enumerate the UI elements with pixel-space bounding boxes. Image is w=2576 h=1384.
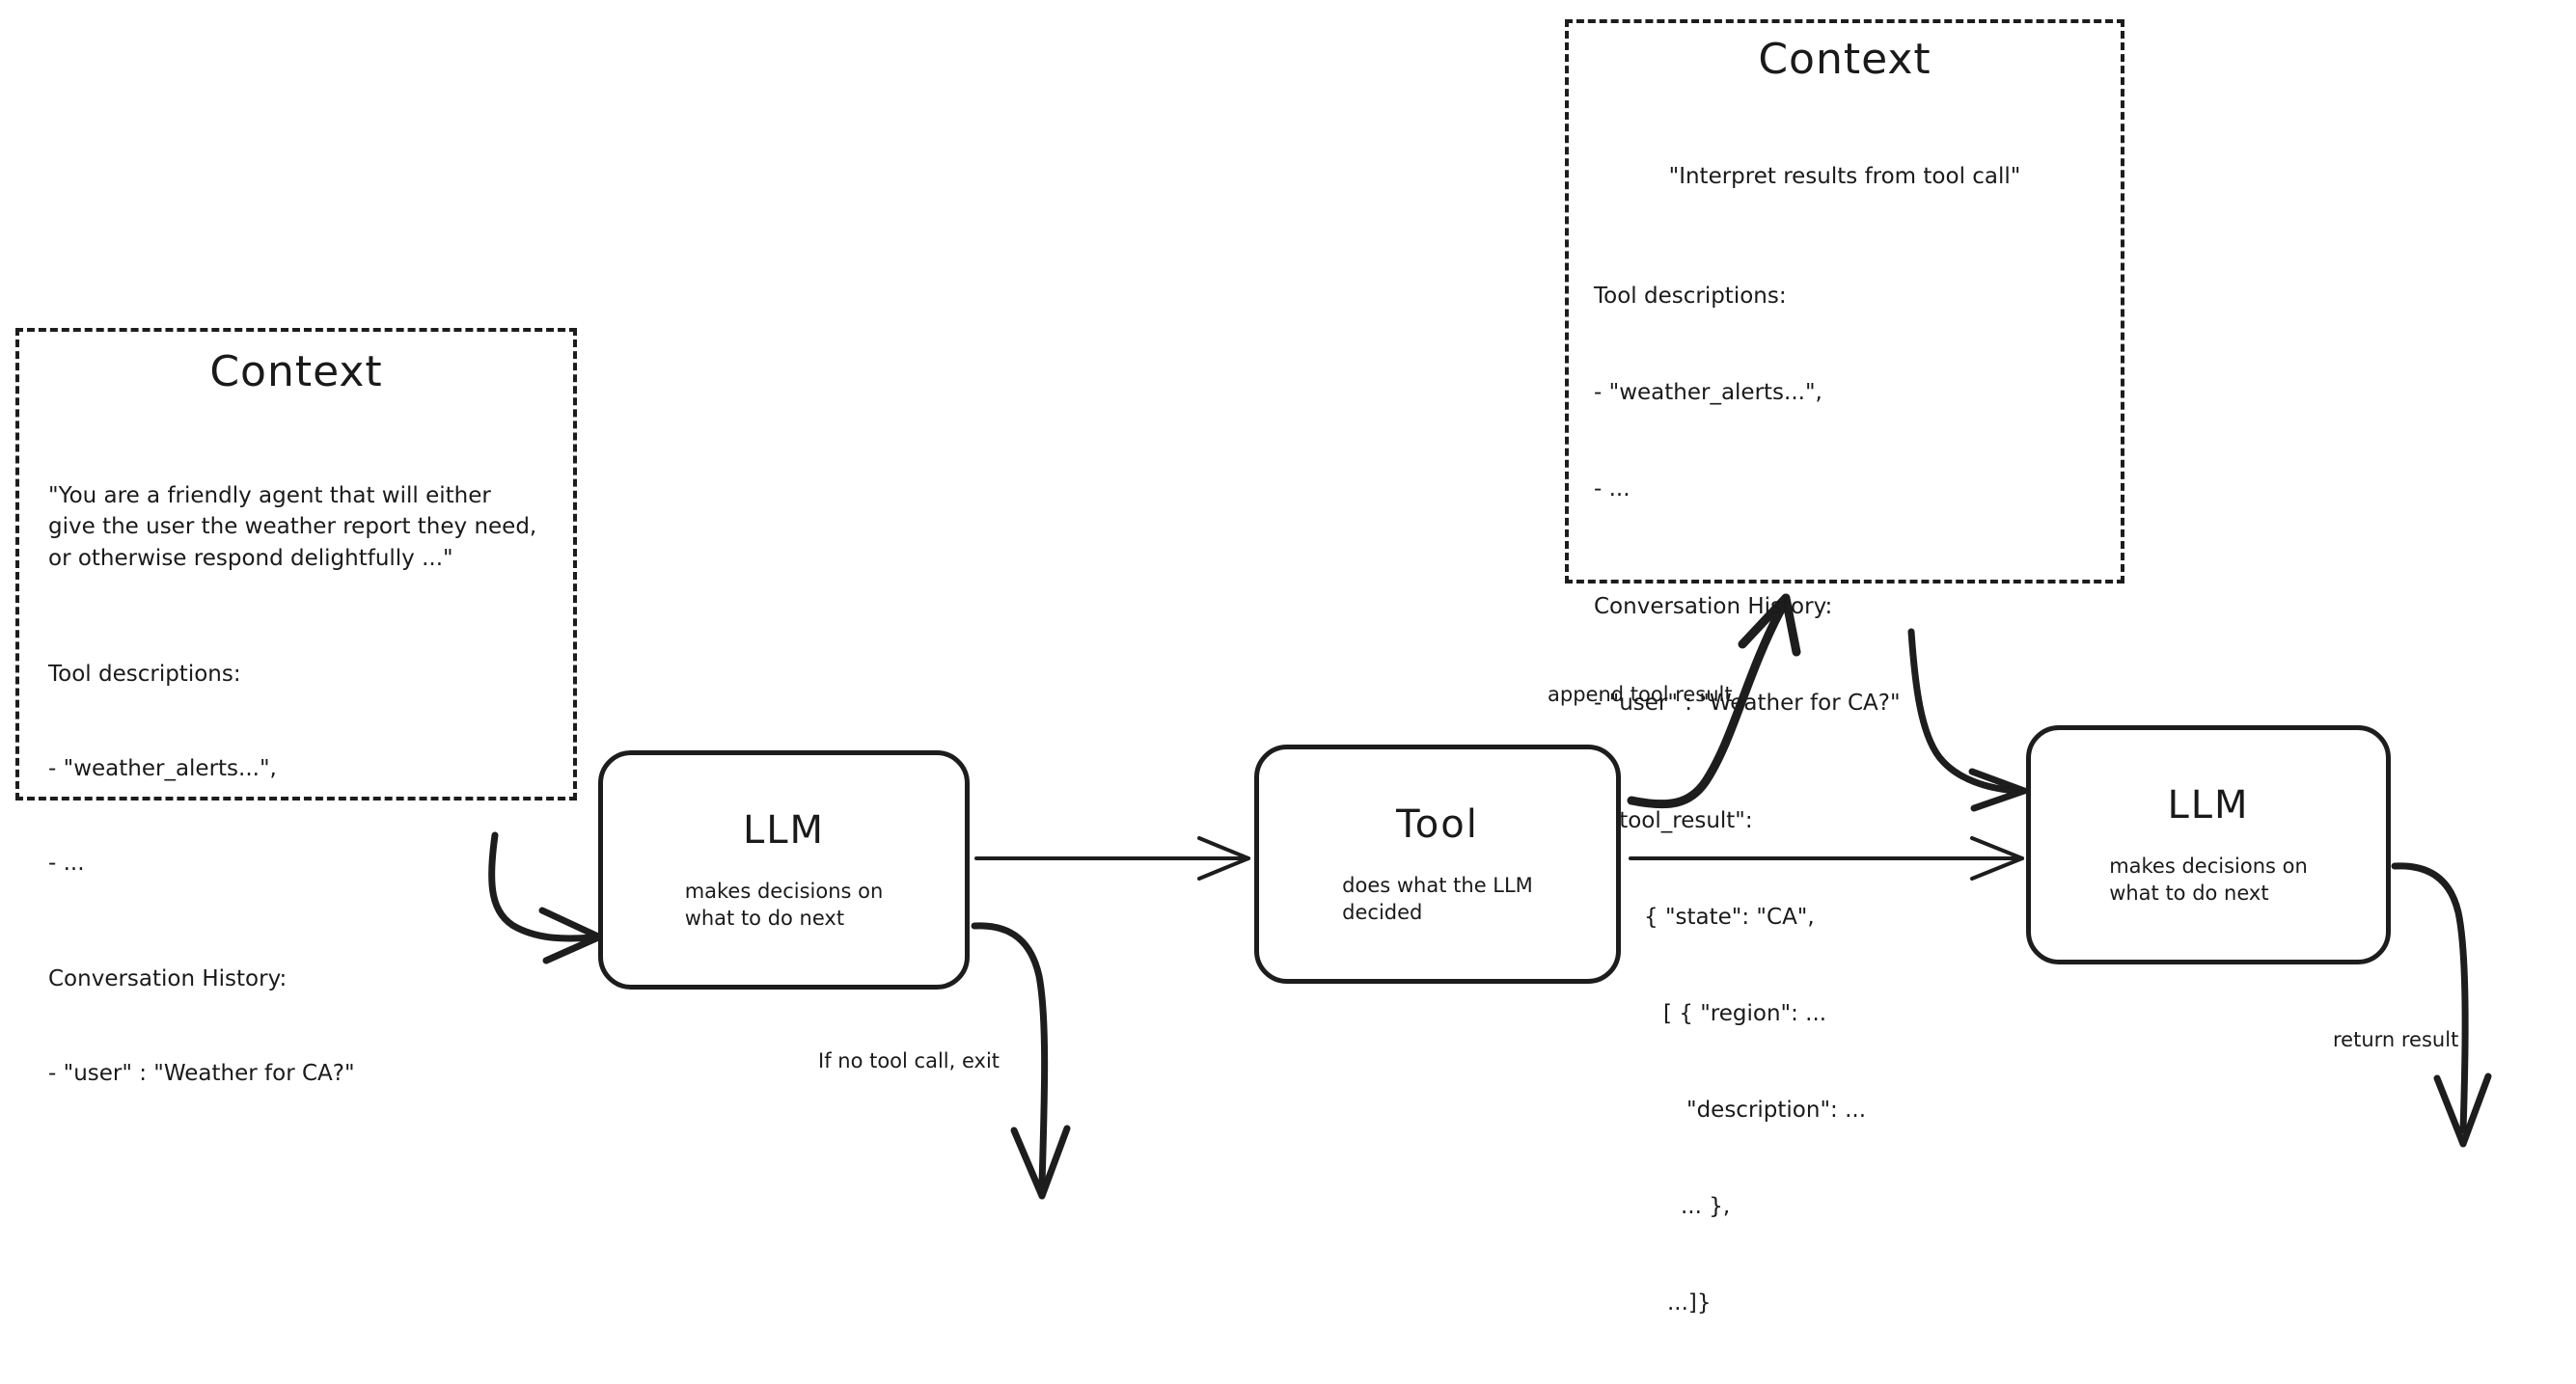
context-right-tool-result-line-4: ...]} — [1667, 1290, 1712, 1316]
node-llm-first-subtitle: makes decisions on what to do next — [684, 879, 884, 930]
context-left-body: "You are a friendly agent that will eith… — [48, 417, 544, 1152]
context-left-system-prompt: "You are a friendly agent that will eith… — [48, 482, 544, 572]
context-right-tool-result-line-3: ... }, — [1681, 1194, 1731, 1220]
node-llm-first-title: LLM — [742, 807, 826, 853]
arrow-llm1-to-tool — [974, 836, 1250, 881]
node-llm-second-title: LLM — [2167, 782, 2250, 828]
context-right-conversation-heading: Conversation History: — [1594, 594, 1833, 620]
arrow-tool-to-llm2 — [1629, 836, 2024, 881]
arrow-context-left-to-llm1 — [488, 831, 602, 964]
context-right-body: "Interpret results from tool call" Tool … — [1594, 96, 2096, 1384]
node-tool-title: Tool — [1396, 801, 1479, 847]
context-right-tool-result-line-1: [ { "region": ... — [1663, 1001, 1827, 1027]
node-tool[interactable]: Tool does what the LLM decided — [1254, 745, 1621, 984]
edge-label-return-result: return result — [2333, 1028, 2459, 1051]
edge-label-if-no-tool-call-exit: If no tool call, exit — [818, 1049, 1000, 1072]
context-right-tool-item-0: - "weather_alerts...", — [1594, 380, 1822, 406]
context-right-tool-result-label: - "tool_result": — [1594, 808, 1753, 834]
context-left-title: Context — [209, 347, 383, 396]
edge-label-append-tool-result: append tool result — [1548, 683, 1733, 706]
arrow-llm2-return — [2391, 862, 2492, 1148]
node-llm-second-subtitle: makes decisions on what to do next — [2109, 854, 2308, 905]
node-llm-first[interactable]: LLM makes decisions on what to do next — [598, 750, 970, 990]
context-box-right: Context "Interpret results from tool cal… — [1565, 19, 2124, 1316]
context-box-left: Context "You are a friendly agent that w… — [15, 328, 577, 1086]
context-left-tool-heading: Tool descriptions: — [48, 661, 241, 687]
context-left-conversation-heading: Conversation History: — [48, 965, 288, 991]
arrow-context-right-to-llm2 — [1907, 628, 2028, 812]
context-left-conversation-item-0: - "user" : "Weather for CA?" — [48, 1060, 355, 1086]
context-right-tool-heading: Tool descriptions: — [1594, 284, 1787, 310]
context-right-system-prompt: "Interpret results from tool call" — [1668, 164, 2021, 190]
context-right-tool-result-line-2: "description": ... — [1686, 1098, 1867, 1124]
diagram-canvas — [488, 593, 2492, 1200]
context-right-tool-result-line-0: { "state": "CA", — [1644, 905, 1815, 931]
context-left-tool-item-0: - "weather_alerts...", — [48, 755, 277, 781]
context-right-tool-item-1: - ... — [1594, 476, 1631, 502]
arrow-llm1-exit — [971, 922, 1071, 1200]
arrow-tool-to-context-right — [1627, 593, 1801, 809]
node-tool-subtitle: does what the LLM decided — [1342, 873, 1533, 924]
context-right-title: Context — [1758, 35, 1932, 84]
node-llm-second[interactable]: LLM makes decisions on what to do next — [2026, 725, 2391, 964]
context-right-conversation-item-0: - "user" : "Weather for CA?" — [1594, 691, 1901, 717]
context-left-tool-item-1: - ... — [48, 850, 85, 876]
